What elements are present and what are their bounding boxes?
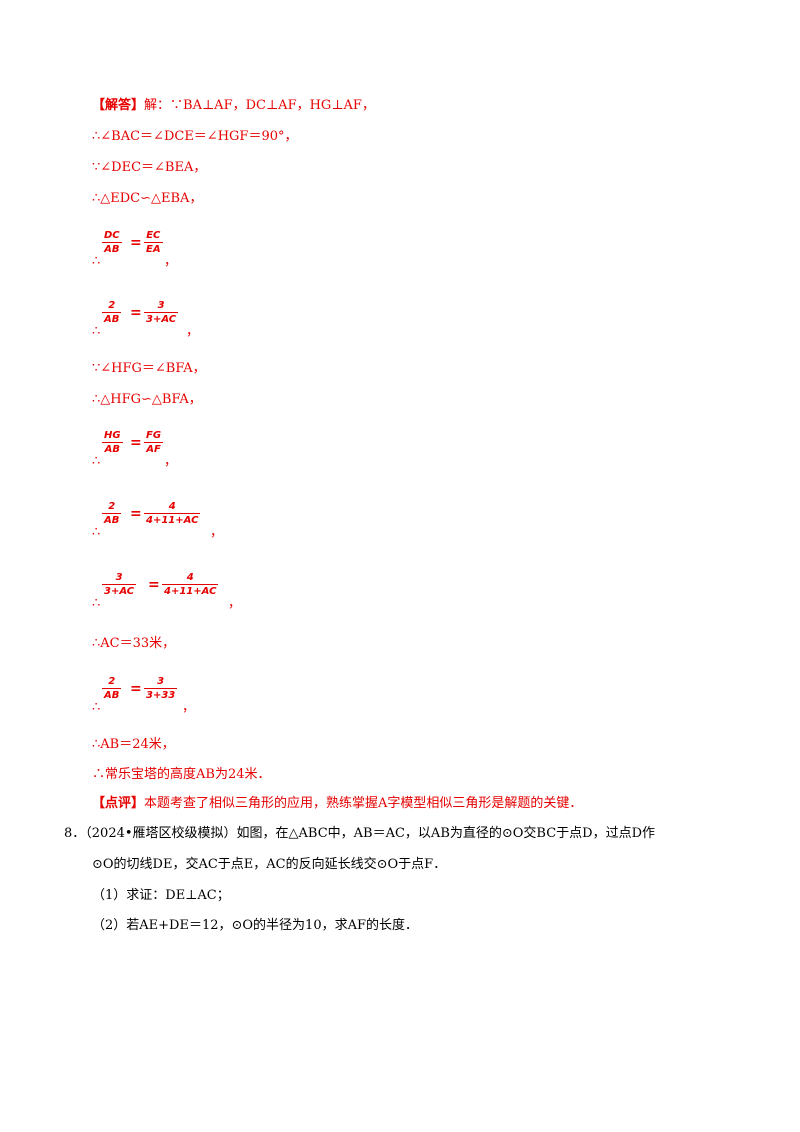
fraction-left: HG AB (102, 429, 123, 456)
fraction-denominator: AB (104, 244, 120, 255)
fraction-numerator: 3 (144, 299, 179, 313)
fraction-numerator: 3 (144, 675, 178, 689)
solution-line-1: ∴∠BAC＝∠DCE＝∠HGF＝90°， (92, 129, 298, 144)
fraction-right: FG AF (144, 429, 164, 456)
fraction-denominator: AB (104, 444, 120, 455)
equals-sign: = (130, 235, 142, 251)
fraction-numerator: 4 (162, 571, 219, 585)
fraction-denominator: 4+11+AC (146, 515, 199, 526)
equals-sign: = (130, 435, 142, 451)
fraction-denominator: 3+33 (146, 690, 176, 701)
fraction-numerator: 2 (102, 500, 122, 514)
comment-tag: 【点评】 (92, 796, 145, 811)
fraction-right: EC EA (144, 229, 163, 256)
fraction-equation-4: ∴ 2 AB = 4 4+11+AC ， (92, 500, 312, 540)
problem-line-1: 8．（2024•雁塔区校级模拟）如图，在△ABC中，AB＝AC，以AB为直径的⊙… (64, 826, 655, 842)
problem-number: 8． (64, 826, 86, 841)
therefore-symbol: ∴ (92, 324, 101, 339)
comment-line: 【点评】本题考查了相似三角形的应用，熟练掌握A字模型相似三角形是解题的关键． (92, 796, 582, 812)
solution-line-5: ∴△HFG∽△BFA， (92, 392, 202, 407)
equals-sign: = (130, 506, 142, 522)
problem-part-1: （1）求证：DE⊥AC； (92, 888, 230, 903)
solution-line-7: ∴AB＝24米， (92, 737, 175, 752)
therefore-symbol: ∴ (92, 525, 101, 540)
therefore-symbol: ∴ (92, 700, 101, 715)
fraction-equation-1: ∴ DC AB = EC EA ， (92, 229, 292, 269)
problem-part-2: （2）若AE+DE＝12，⊙O的半径为10，求AF的长度． (92, 918, 418, 933)
therefore-symbol: ∴ (92, 454, 101, 469)
solution-given: 解：∵BA⊥AF，DC⊥AF，HG⊥AF， (144, 98, 375, 113)
fraction-equation-5: ∴ 3 3+AC = 4 4+11+AC ， (92, 571, 312, 611)
fraction-denominator: AB (104, 515, 120, 526)
therefore-symbol: ∴ (92, 596, 101, 611)
solution-line-0: 【解答】解：∵BA⊥AF，DC⊥AF，HG⊥AF， (92, 98, 375, 114)
fraction-right: 4 4+11+AC (162, 571, 219, 598)
fraction-left: 2 AB (102, 675, 122, 702)
fraction-numerator: 2 (102, 675, 122, 689)
solution-line-6: ∴AC＝33米， (92, 636, 176, 651)
equals-sign: = (130, 681, 142, 697)
fraction-tail: ， (228, 596, 242, 611)
fraction-tail: ， (182, 700, 196, 715)
fraction-right: 3 3+33 (144, 675, 178, 702)
fraction-tail: ， (164, 254, 178, 269)
fraction-left: 3 3+AC (102, 571, 137, 598)
fraction-numerator: HG (102, 430, 123, 443)
therefore-symbol: ∴ (92, 254, 101, 269)
fraction-denominator: EA (146, 244, 161, 255)
fraction-denominator: 3+AC (146, 314, 177, 325)
fraction-equation-6: ∴ 2 AB = 3 3+33 ， (92, 675, 292, 715)
solution-line-4: ∵∠HFG＝∠BFA， (92, 361, 206, 376)
solution-line-3: ∴△EDC∽△EBA， (92, 191, 203, 206)
fraction-right: 3 3+AC (144, 299, 179, 326)
problem-text-1: （2024•雁塔区校级模拟）如图，在△ABC中，AB＝AC，以AB为直径的⊙O交… (85, 826, 656, 841)
fraction-numerator: DC (102, 230, 122, 243)
fraction-left: 2 AB (102, 500, 122, 527)
fraction-numerator: 3 (102, 571, 137, 585)
fraction-numerator: 4 (144, 500, 201, 514)
solution-tag: 【解答】 (92, 98, 145, 113)
equals-sign: = (148, 577, 160, 593)
fraction-denominator: AF (146, 444, 161, 455)
fraction-right: 4 4+11+AC (144, 500, 201, 527)
fraction-equation-2: ∴ 2 AB = 3 3+AC ， (92, 299, 292, 339)
fraction-left: 2 AB (102, 299, 122, 326)
solution-line-2: ∵∠DEC＝∠BEA， (92, 160, 207, 175)
fraction-numerator: 2 (102, 299, 122, 313)
comment-text: 本题考查了相似三角形的应用，熟练掌握A字模型相似三角形是解题的关键． (144, 796, 583, 811)
fraction-tail: ， (210, 525, 224, 540)
problem-line-2: ⊙O的切线DE，交AC于点E，AC的反向延长线交⊙O于点F． (92, 857, 447, 872)
fraction-equation-3: ∴ HG AB = FG AF ， (92, 429, 292, 469)
fraction-numerator: FG (144, 430, 164, 443)
fraction-tail: ， (164, 454, 178, 469)
equals-sign: = (130, 305, 142, 321)
fraction-denominator: 3+AC (104, 586, 135, 597)
fraction-denominator: 4+11+AC (164, 586, 217, 597)
fraction-left: DC AB (102, 229, 122, 256)
solution-conclusion: ∴常乐宝塔的高度AB为24米． (92, 767, 271, 782)
fraction-denominator: AB (104, 314, 120, 325)
fraction-tail: ， (186, 324, 200, 339)
fraction-denominator: AB (104, 690, 120, 701)
fraction-numerator: EC (144, 229, 163, 243)
